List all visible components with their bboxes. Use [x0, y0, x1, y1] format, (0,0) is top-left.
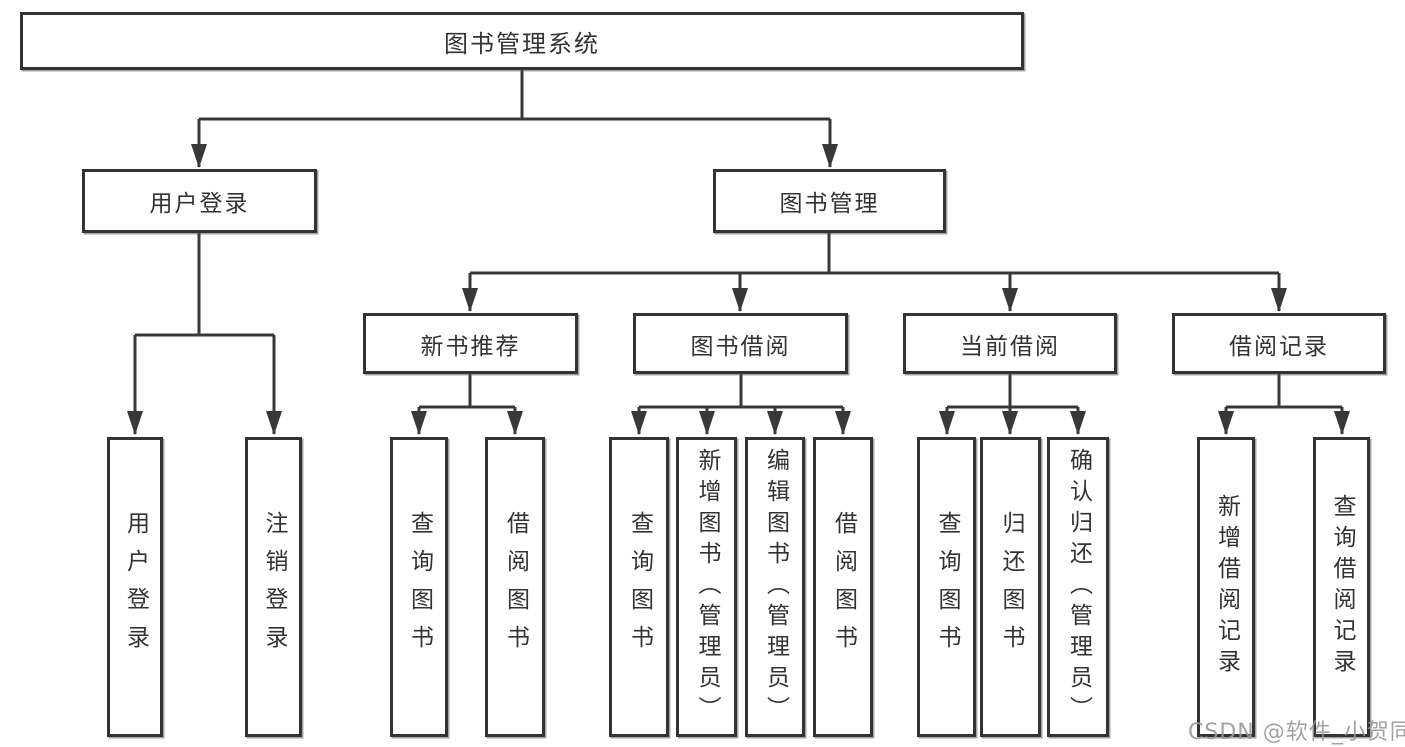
leaf-return-books: 归还图书: [980, 437, 1041, 737]
leaf-logout: 注销登录: [245, 437, 302, 737]
node-label: 借阅图书: [502, 511, 529, 663]
node-label: 借阅图书: [830, 511, 857, 663]
node-label: 确认归还（管理员）: [1065, 447, 1092, 727]
node-borrowing-records: 借阅记录: [1172, 313, 1386, 374]
leaf-add-borrow-record: 新增借阅记录: [1197, 437, 1255, 737]
leaf-query-borrow-record: 查询借阅记录: [1313, 437, 1370, 737]
node-label: 查询图书: [406, 511, 433, 663]
leaf-borrow-books-recommend: 借阅图书: [485, 437, 545, 737]
csdn-watermark: CSDN @软件_小贺同学: [1188, 720, 1405, 745]
node-label: 编辑图书（管理员）: [762, 447, 789, 727]
node-label: 查询图书: [626, 511, 653, 663]
node-label: 图书管理系统: [444, 29, 600, 58]
node-label: 归还图书: [998, 511, 1024, 663]
node-library-management-system: 图书管理系统: [20, 12, 1024, 70]
node-label: 用户登录: [149, 191, 250, 217]
node-label: 图书管理: [779, 191, 880, 217]
node-label: 新增借阅记录: [1213, 494, 1240, 680]
node-label: 当前借阅: [960, 333, 1060, 360]
node-book-management: 图书管理: [713, 169, 946, 233]
leaf-query-books-recommend: 查询图书: [390, 437, 448, 737]
node-user-login: 用户登录: [82, 169, 317, 233]
node-label: 查询图书: [934, 511, 960, 663]
node-label: 图书借阅: [690, 333, 791, 360]
node-label: 用户登录: [122, 511, 149, 663]
leaf-edit-books-admin: 编辑图书（管理员）: [745, 437, 805, 737]
leaf-query-books-current: 查询图书: [917, 437, 976, 737]
leaf-confirm-return-admin: 确认归还（管理员）: [1047, 437, 1109, 737]
leaf-user-login: 用户登录: [107, 437, 163, 737]
leaf-query-books-borrow: 查询图书: [609, 437, 669, 737]
node-label: 查询借阅记录: [1329, 494, 1355, 680]
node-label: 新书推荐: [420, 333, 521, 360]
node-new-book-recommendation: 新书推荐: [363, 313, 578, 374]
node-book-borrowing: 图书借阅: [633, 313, 848, 374]
node-label: 借阅记录: [1229, 333, 1329, 360]
leaf-add-books-admin: 新增图书（管理员）: [676, 437, 737, 737]
node-current-borrowing: 当前借阅: [903, 313, 1117, 374]
node-label: 注销登录: [261, 511, 287, 663]
leaf-borrow-books: 借阅图书: [813, 437, 873, 737]
node-label: 新增图书（管理员）: [694, 447, 720, 727]
